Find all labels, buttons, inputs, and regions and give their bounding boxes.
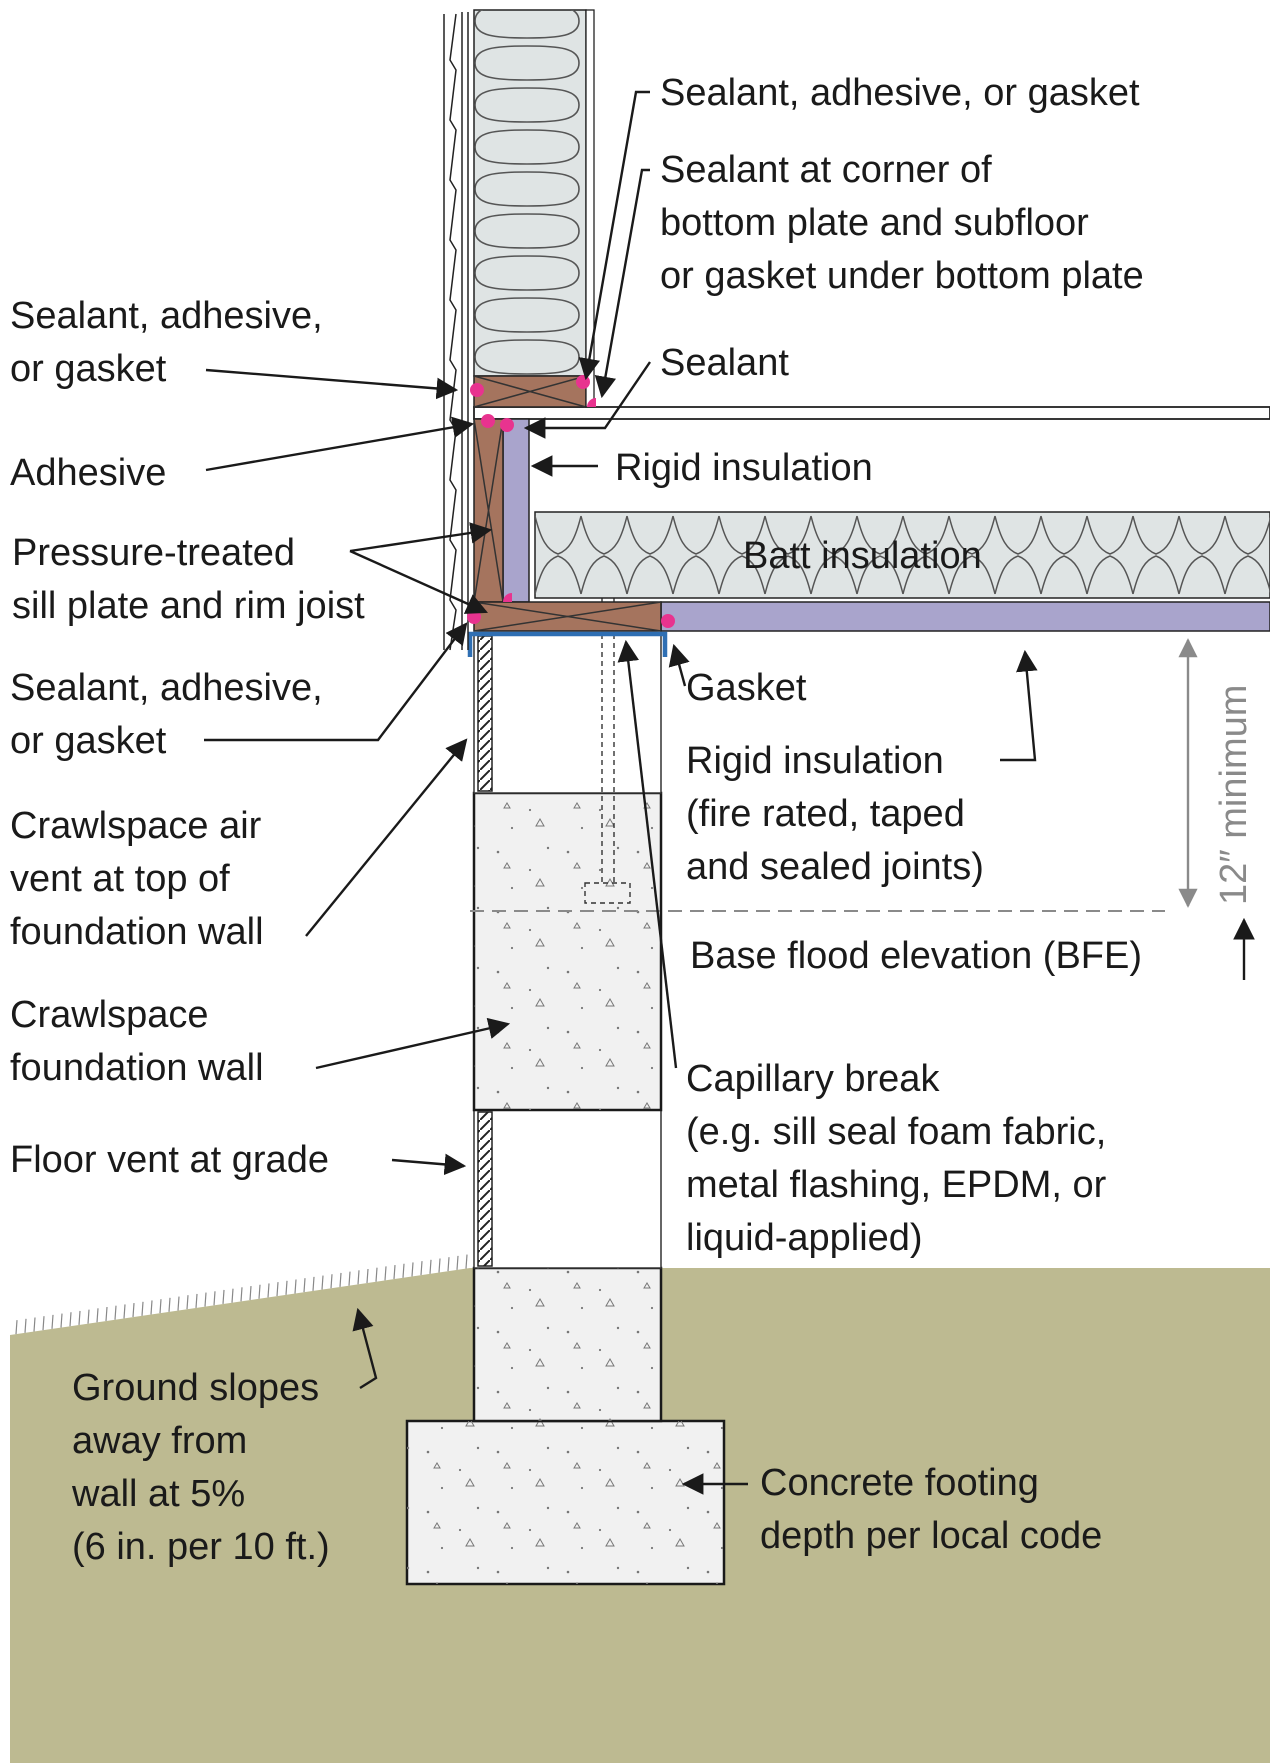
label-bfe: Base flood elevation (BFE) xyxy=(690,935,1142,977)
crawlspace-air-vent-opening xyxy=(473,633,662,794)
label-rigid-insulation-upper: Rigid insulation xyxy=(615,447,873,489)
sealant-dot-bottom-plate-exterior xyxy=(470,383,484,397)
label-rigid-insulation-lower: Rigid insulation (fire rated, taped and … xyxy=(686,740,984,888)
sealant-dot-corner xyxy=(587,398,596,407)
subfloor xyxy=(473,406,1270,420)
rim-joist xyxy=(473,418,504,603)
label-batt-insulation: Batt insulation xyxy=(743,535,982,577)
gasket-capillary-break xyxy=(467,631,668,657)
rigid-insulation-underfloor xyxy=(660,601,1270,632)
drywall xyxy=(585,9,595,408)
rigid-insulation-rim xyxy=(502,418,530,603)
floor-vent-screen xyxy=(477,1111,493,1267)
twelve-minimum-label: 12″ minimum xyxy=(1213,685,1255,905)
label-capillary-break: Capillary break (e.g. sill seal foam fab… xyxy=(686,1058,1117,1259)
label-sealant: Sealant xyxy=(660,342,789,384)
sill-plate xyxy=(473,601,662,632)
sealant-dot-sill-exterior xyxy=(467,610,481,624)
label-pressure-treated: Pressure-treated sill plate and rim jois… xyxy=(12,532,365,627)
label-ground-slopes: Ground slopes away from wall at 5% (6 in… xyxy=(71,1367,330,1568)
label-crawlspace-foundation-wall: Crawlspace foundation wall xyxy=(10,994,264,1089)
label-sealant-adhesive-gasket-top: Sealant, adhesive, or gasket xyxy=(660,72,1140,114)
exterior-sheathing-siding xyxy=(443,12,469,651)
bottom-plate xyxy=(473,375,587,408)
leader-lines xyxy=(204,90,1038,1495)
label-crawlspace-air-vent: Crawlspace air vent at top of foundation… xyxy=(10,805,272,953)
sealant-dot-rim-top-interior xyxy=(500,418,514,432)
grass-ticks xyxy=(15,1254,468,1335)
label-sealant-corner: Sealant at corner of bottom plate and su… xyxy=(660,149,1144,297)
label-gasket: Gasket xyxy=(686,667,807,709)
sealant-dot-rim-bottom xyxy=(503,593,512,602)
sealant-dots xyxy=(467,375,675,628)
sealant-dot-sill-interior xyxy=(661,614,675,628)
label-adhesive: Adhesive xyxy=(10,452,166,494)
sealant-dot-rim-top-exterior xyxy=(481,414,495,428)
label-sealant-adhesive-gasket-lower: Sealant, adhesive, or gasket xyxy=(10,667,333,762)
label-sealant-adhesive-gasket-left: Sealant, adhesive, or gasket xyxy=(10,295,333,390)
floor-vent-opening xyxy=(473,1109,662,1269)
crawlspace-air-vent-screen xyxy=(477,635,493,792)
label-concrete-footing: Concrete footing depth per local code xyxy=(760,1462,1102,1557)
label-floor-vent: Floor vent at grade xyxy=(10,1139,329,1181)
sealant-dot-bottom-plate-interior xyxy=(576,375,590,389)
